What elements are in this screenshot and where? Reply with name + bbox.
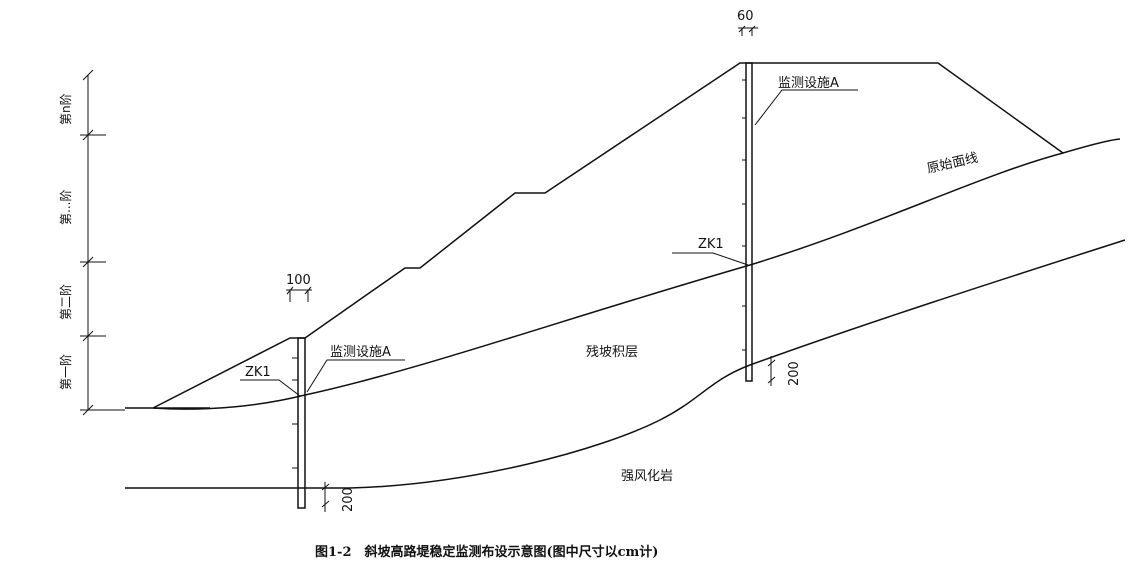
borehole-left-ticks (292, 357, 298, 469)
zk1-right-label: ZK1 (698, 237, 724, 252)
monitoring-borehole-right (745, 62, 753, 382)
monitor-a-left-label: 监测设施A (330, 345, 391, 360)
step-n-label: 第n阶 (59, 93, 73, 125)
monitor-a-right-label: 监测设施A (778, 76, 839, 91)
figure-caption: 图1-2 斜坡高路堤稳定监测布设示意图(图中尺寸以cm计) (315, 544, 658, 560)
step-dots-label: 第...阶 (59, 190, 73, 225)
borehole-right-ticks (742, 79, 746, 351)
dimension-left-marker (286, 286, 312, 302)
depth-marker-right (767, 356, 776, 386)
monitor-a-right-leader (754, 89, 858, 126)
depth-label-left: 200 (341, 487, 356, 512)
weathered-rock-label: 强风化岩 (621, 469, 673, 484)
depth-marker-left (321, 482, 330, 512)
dimension-top-label: 60 (737, 9, 754, 24)
zk1-right-leader (672, 252, 749, 266)
residual-layer-label: 残坡积层 (586, 345, 638, 360)
weathered-rock-boundary (125, 239, 1126, 489)
original-ground-label: 原始面线 (926, 151, 980, 177)
zk1-left-leader (240, 379, 301, 397)
step-dimension-chain (80, 69, 125, 416)
dimension-top-marker (738, 25, 758, 36)
original-ground-line (152, 138, 1121, 410)
embankment-slope-outline (125, 62, 1064, 409)
dimension-left-label: 100 (286, 273, 311, 288)
monitor-a-left-leader (306, 359, 405, 393)
zk1-left-label: ZK1 (245, 365, 271, 380)
step-2-label: 第二阶 (59, 284, 73, 320)
depth-label-right: 200 (787, 361, 802, 386)
step-1-label: 第一阶 (59, 354, 73, 390)
monitoring-borehole-left (297, 337, 306, 509)
